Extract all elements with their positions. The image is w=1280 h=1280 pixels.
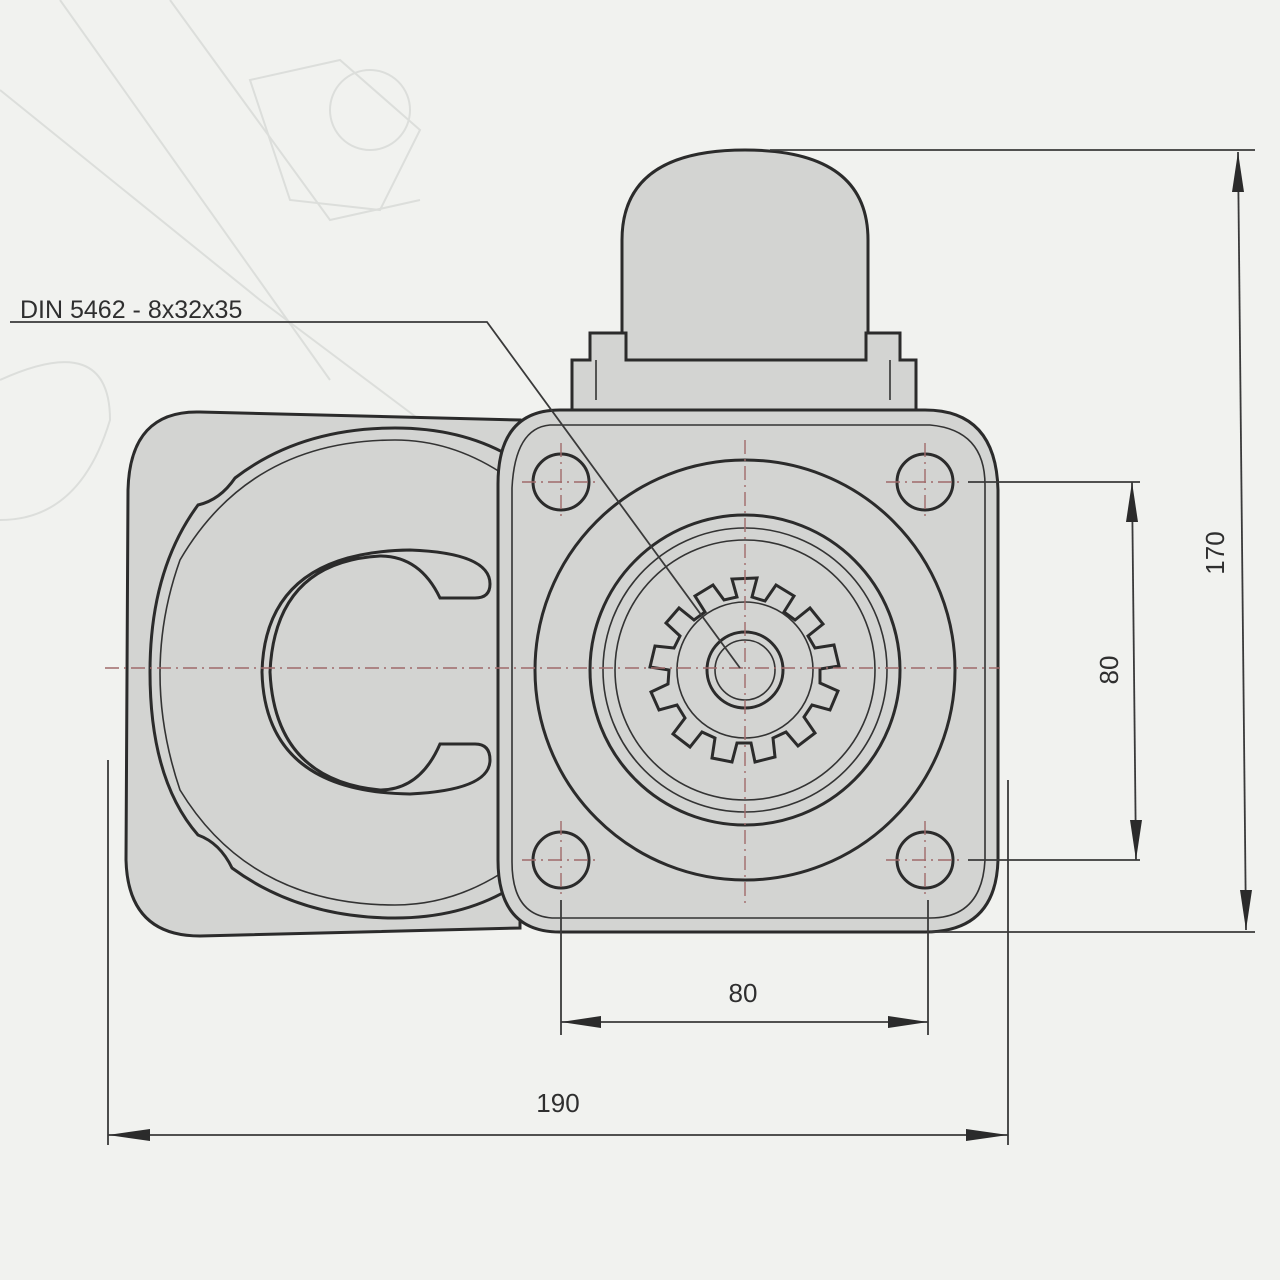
dimension-overall-width: 190: [107, 760, 1009, 1145]
dimension-overall-height: 170: [770, 149, 1255, 933]
bolt-hole-bottom-right: [886, 821, 964, 899]
bolt-horizontal-spacing-label: 80: [729, 978, 758, 1008]
left-housing-inner-ring: [159, 439, 501, 906]
pilot-recess: [614, 539, 876, 801]
spline-spec-label: DIN 5462 - 8x32x35: [20, 296, 242, 324]
dimension-bolt-horizontal: 80: [560, 900, 929, 1035]
pinion-gear: [648, 576, 841, 764]
overall-width-label: 190: [536, 1088, 579, 1118]
dimension-bolt-vertical: 80: [968, 481, 1142, 861]
bolt-vertical-spacing-label: 80: [1094, 656, 1124, 685]
spline-callout: DIN 5462 - 8x32x35: [10, 296, 741, 669]
background-ghost-sketch: [0, 0, 422, 521]
motor-top-cap: [620, 148, 870, 362]
callout-leader-line: [10, 321, 741, 669]
left-housing-outline: [124, 410, 522, 938]
c-shaped-cutout: [260, 548, 492, 796]
height-dimension-label: 170: [1200, 531, 1230, 574]
bolt-hole-top-right: [886, 443, 964, 521]
mounting-flange: [496, 408, 1000, 934]
bolt-hole-bottom-left: [522, 821, 600, 899]
left-housing-inner-contour: [148, 426, 510, 920]
flange-inner-edge: [511, 424, 986, 919]
bolt-hole-top-left: [522, 443, 600, 521]
